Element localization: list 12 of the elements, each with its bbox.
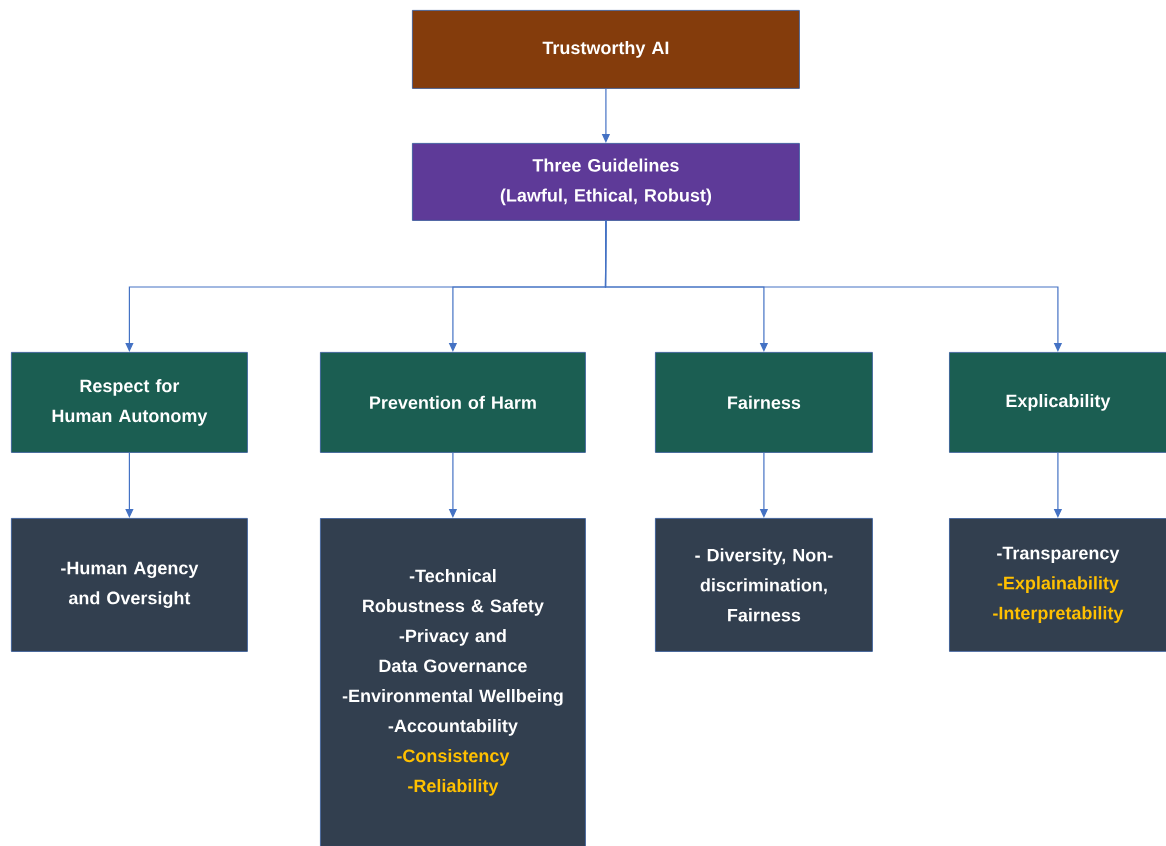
guideline-box: Three Guidelines (Lawful, Ethical, Robust) bbox=[412, 143, 800, 221]
principle-box: Fairness bbox=[655, 352, 873, 453]
requirement-box: -Human Agency and Oversight bbox=[11, 518, 248, 652]
arrow bbox=[604, 220, 1063, 352]
requirement-box: -Technical Robustness & Safety -Privacy and Data Governance -Environmental Wellbeing -Accountability -Consistency -Reliability bbox=[320, 518, 586, 846]
principle-box: Respect for Human Autonomy bbox=[11, 352, 248, 453]
arrow bbox=[125, 452, 134, 518]
requirement-box: - Diversity, Non-discrimination, Fairness bbox=[655, 518, 873, 652]
requirement-box: -Transparency -Explainability -Interpretability bbox=[949, 518, 1166, 652]
principle-box: Prevention of Harm bbox=[320, 352, 586, 453]
title-box: Trustworthy AI bbox=[412, 10, 800, 89]
principle-box: Explicability bbox=[949, 352, 1166, 453]
